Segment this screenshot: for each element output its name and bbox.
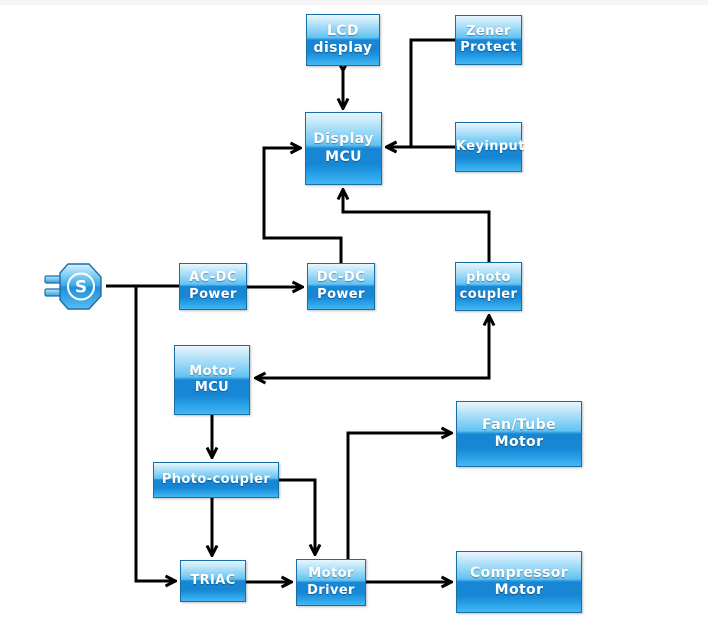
wire-photocoupler-to-motor-mcu [256, 340, 491, 378]
block-label-line2: Motor [494, 434, 544, 450]
block-label-line1: Compressor [469, 564, 569, 581]
block-label-line1: Keyinput [456, 138, 525, 154]
block-label-line1: Motor [189, 363, 235, 379]
block-label-line2: Power [189, 286, 237, 302]
block-label-line2: Motor [494, 582, 544, 598]
plug-label: S [75, 278, 87, 298]
block-label-line1: Display [313, 131, 374, 147]
block-photo-coupler-lv[interactable]: Photo-coupler [153, 462, 279, 498]
block-keyinput[interactable]: Keyinput [455, 122, 525, 172]
block-label-line1: LCD [326, 22, 360, 39]
wire-zener-to-display-mcu [387, 38, 455, 147]
top-edge-strip [0, 0, 708, 5]
wire-photocoupler-to-motor-driver [279, 478, 315, 554]
block-label-line1: Zener [466, 23, 511, 39]
wire-motor-driver-to-fan-tube-motor [346, 433, 451, 559]
wire-plug-to-triac [134, 286, 175, 581]
block-triac[interactable]: TRIAC [180, 560, 246, 602]
block-label-line1: Photo-coupler [161, 471, 271, 487]
block-label-line2: Driver [307, 582, 355, 598]
block-label-line1: DC-DC [316, 270, 366, 286]
block-label-line2: MCU [194, 380, 230, 395]
block-label-line2: coupler [459, 286, 518, 302]
block-label-line1: Fan/Tube [482, 416, 556, 433]
block-label-line2: display [313, 40, 373, 56]
block-label-line1: AC-DC [189, 270, 237, 286]
power-plug-icon: S [44, 263, 102, 310]
wire-photocoupler-to-display-mcu [343, 190, 491, 262]
block-label-line2: MCU [325, 148, 362, 165]
block-label-line2: Power [317, 286, 365, 302]
block-label-line2: Protect [460, 40, 517, 55]
block-label-line1: Motor [308, 566, 354, 582]
block-label-line1: TRIAC [190, 572, 236, 588]
block-label-line1: photo [466, 270, 511, 286]
